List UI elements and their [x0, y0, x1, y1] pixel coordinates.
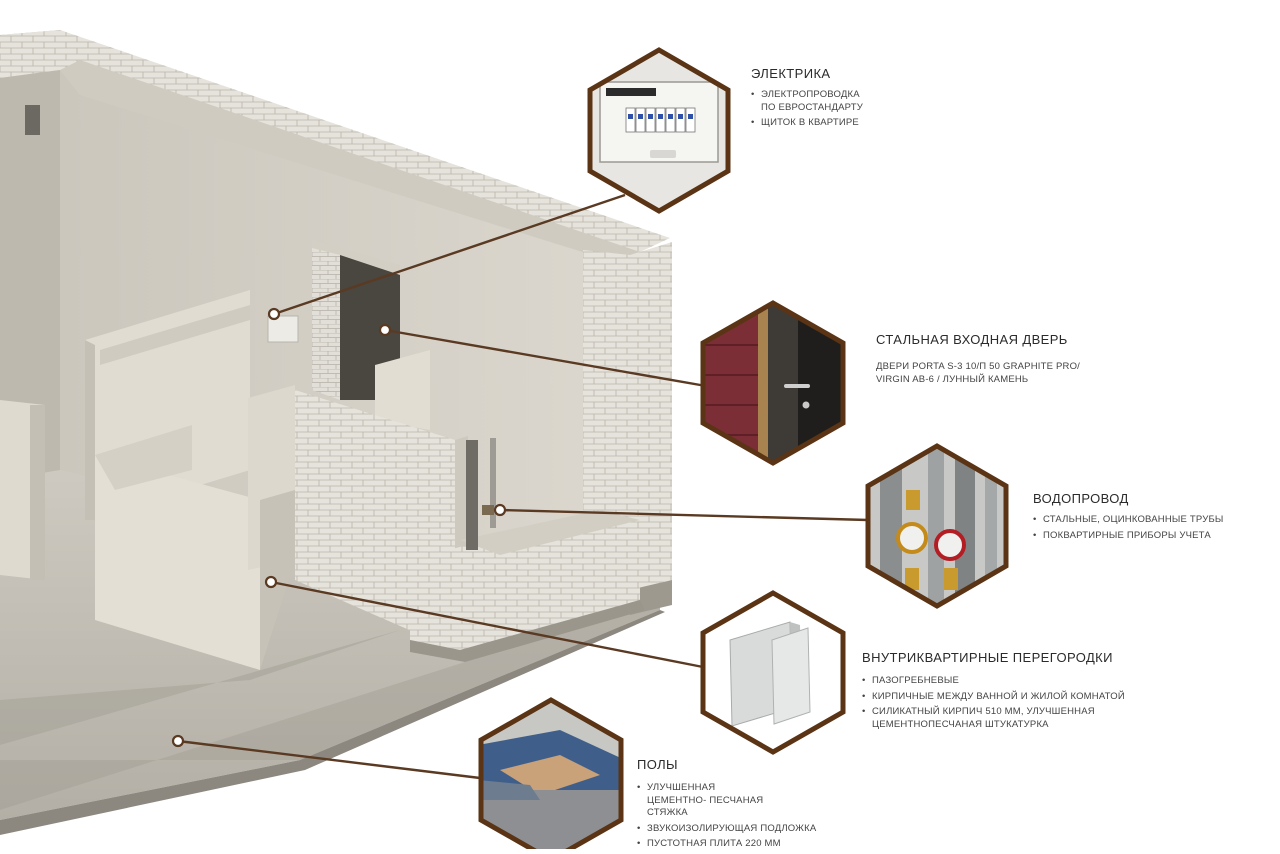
- partitions-callout: ВНУТРИКВАРТИРНЫЕ ПЕРЕГОРОДКИ ПАЗОГРЕБНЕВ…: [862, 650, 1162, 734]
- bathroom-brick-walls: [295, 390, 645, 662]
- door-title: СТАЛЬНАЯ ВХОДНАЯ ДВЕРЬ: [876, 332, 1068, 347]
- steel-door-icon: [700, 300, 846, 466]
- water-list: СТАЛЬНЫЕ, ОЦИНКОВАННЫЕ ТРУБЫ ПОКВАРТИРНЫ…: [1033, 514, 1263, 542]
- floors-item: ПУСТОТНАЯ ПЛИТА 220 ММ: [637, 838, 837, 851]
- door-model-line: VIRGIN AB-6 / ЛУННЫЙ КАМЕНЬ: [876, 373, 1029, 385]
- electrics-item: ЭЛЕКТРОПРОВОДКА ПО ЕВРОСТАНДАРТУ: [751, 89, 869, 114]
- electrics-callout: ЭЛЕКТРИКА ЭЛЕКТРОПРОВОДКА ПО ЕВРОСТАНДАР…: [751, 66, 941, 133]
- leader-dots: [171, 307, 507, 748]
- door-model-line: ДВЕРИ PORTA S-3 10/П 50 GRAPHITE PRO/: [876, 361, 1081, 372]
- water-item: ПОКВАРТИРНЫЕ ПРИБОРЫ УЧЕТА: [1033, 530, 1263, 543]
- partitions-item: СИЛИКАТНЫЙ КИРПИЧ 510 ММ, УЛУЧШЕННАЯ: [862, 706, 1162, 719]
- partitions-title: ВНУТРИКВАРТИРНЫЕ ПЕРЕГОРОДКИ: [862, 650, 1113, 665]
- brick-corner: [583, 242, 672, 615]
- water-meter-icon: [865, 443, 1009, 609]
- electrical-box: [267, 315, 299, 343]
- floors-callout: ПОЛЫ УЛУЧШЕННАЯ ЦЕМЕНТНО- ПЕСЧАНАЯ СТЯЖК…: [637, 757, 837, 854]
- floor-layers-icon: [478, 697, 624, 849]
- partitions-item-continuation: ЦЕМЕНТНОПЕСЧАНАЯ ШТУКАТУРКА: [872, 718, 1049, 730]
- partitions-item: КИРПИЧНЫЕ МЕЖДУ ВАННОЙ И ЖИЛОЙ КОМНАТОЙ: [862, 691, 1162, 704]
- water-item: СТАЛЬНЫЕ, ОЦИНКОВАННЫЕ ТРУБЫ: [1033, 514, 1263, 527]
- floors-item: УЛУЧШЕННАЯ ЦЕМЕНТНО- ПЕСЧАНАЯ СТЯЖКА: [637, 782, 777, 820]
- floors-item: ЗВУКОИЗОЛИРУЮЩАЯ ПОДЛОЖКА: [637, 823, 837, 836]
- door-callout: СТАЛЬНАЯ ВХОДНАЯ ДВЕРЬ ДВЕРИ PORTA S-3 1…: [876, 332, 1136, 386]
- electrics-list: ЭЛЕКТРОПРОВОДКА ПО ЕВРОСТАНДАРТУ ЩИТОК В…: [751, 89, 941, 130]
- riser-pipes: [466, 438, 496, 550]
- water-title: ВОДОПРОВОД: [1033, 491, 1129, 506]
- partitions-list: ПАЗОГРЕБНЕВЫЕ КИРПИЧНЫЕ МЕЖДУ ВАННОЙ И Ж…: [862, 675, 1162, 731]
- electrics-item: ЩИТОК В КВАРТИРЕ: [751, 117, 941, 130]
- partitions-item: ПАЗОГРЕБНЕВЫЕ: [862, 675, 1162, 688]
- leader-lines: [177, 193, 869, 780]
- partition-walls: [0, 290, 430, 670]
- electrical-panel-icon: [587, 47, 731, 214]
- floors-title: ПОЛЫ: [637, 757, 678, 772]
- floors-list: УЛУЧШЕННАЯ ЦЕМЕНТНО- ПЕСЧАНАЯ СТЯЖКА ЗВУ…: [637, 782, 837, 851]
- electrics-title: ЭЛЕКТРИКА: [751, 66, 831, 81]
- water-callout: ВОДОПРОВОД СТАЛЬНЫЕ, ОЦИНКОВАННЫЕ ТРУБЫ …: [1033, 491, 1263, 545]
- partition-panel-icon: [700, 590, 846, 755]
